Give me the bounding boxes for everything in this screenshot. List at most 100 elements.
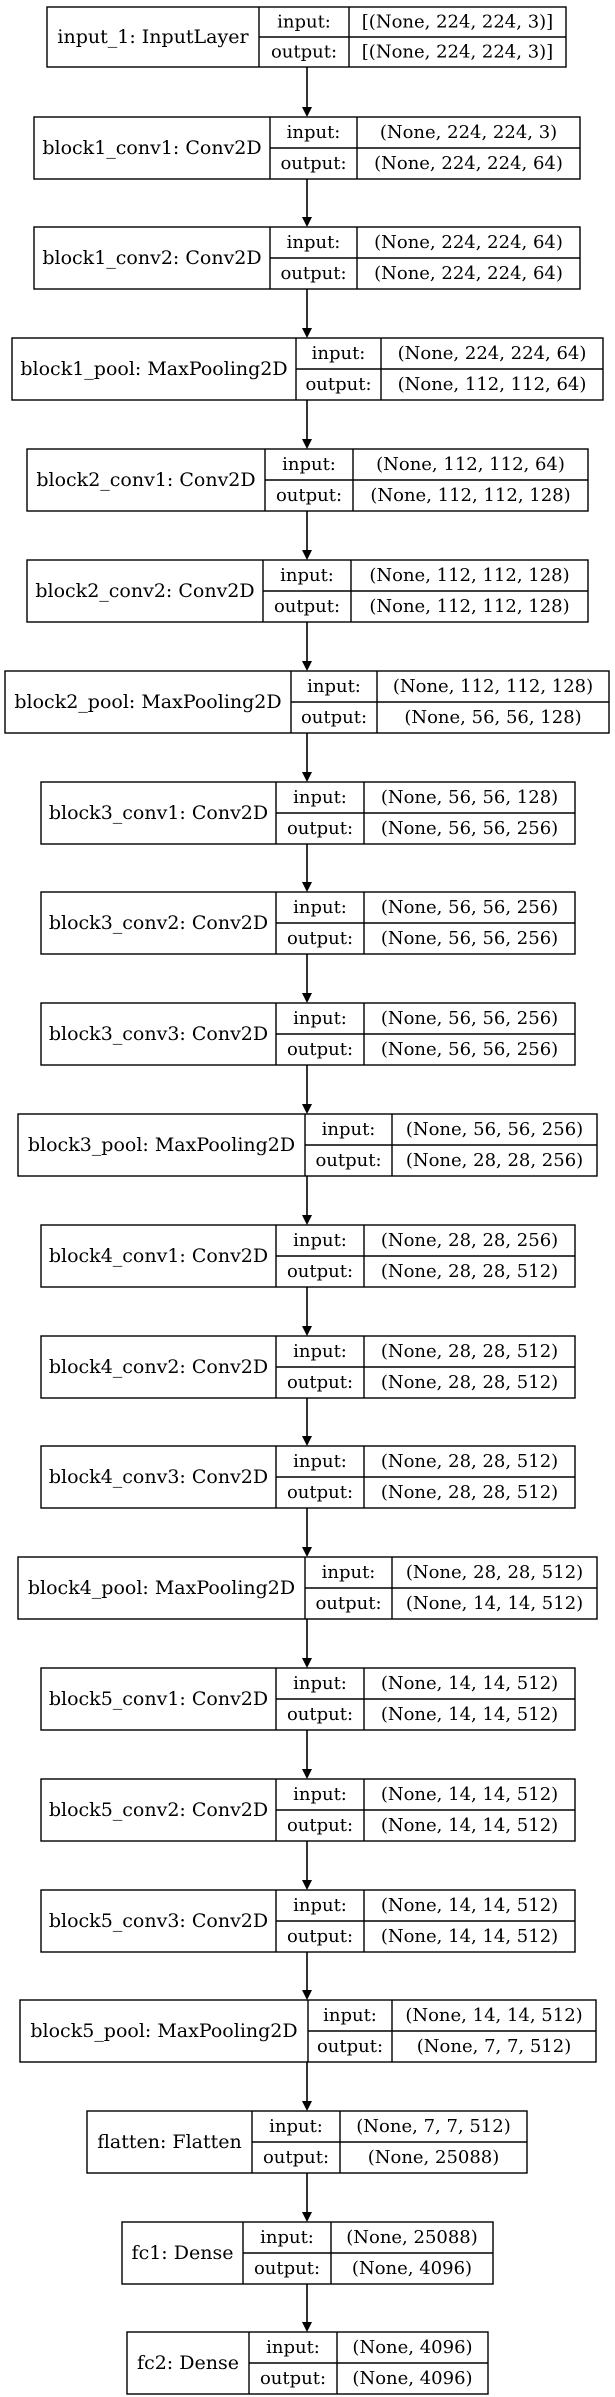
input-label: input: <box>323 2005 377 2026</box>
layer-name: block2_conv1: Conv2D <box>36 469 255 491</box>
input-shape: (None, 4096) <box>352 2337 472 2358</box>
output-label: output: <box>254 2258 320 2279</box>
output-shape: (None, 28, 28, 512) <box>381 1372 558 1393</box>
output-shape: (None, 112, 112, 64) <box>398 374 587 395</box>
input-shape: (None, 224, 224, 64) <box>374 232 563 253</box>
input-label: input: <box>293 1230 347 1251</box>
output-label: output: <box>263 2147 329 2168</box>
input-label: input: <box>293 1784 347 1805</box>
arrowhead-icon <box>302 993 312 1003</box>
output-shape: (None, 28, 28, 256) <box>406 1150 583 1171</box>
input-shape: (None, 7, 7, 512) <box>356 2116 510 2137</box>
input-label: input: <box>277 12 331 33</box>
edge-arrow <box>302 2284 312 2332</box>
arrowhead-icon <box>302 1990 312 2000</box>
output-shape: [(None, 224, 224, 3)] <box>362 42 553 63</box>
output-shape: (None, 4096) <box>352 2258 472 2279</box>
input-label: input: <box>293 1008 347 1029</box>
layer-name: block4_conv2: Conv2D <box>49 1356 268 1378</box>
input-shape: [(None, 224, 224, 3)] <box>362 12 553 33</box>
arrowhead-icon <box>302 661 312 671</box>
layer-name: block5_conv3: Conv2D <box>49 1910 268 1932</box>
arrowhead-icon <box>302 772 312 782</box>
arrowhead-icon <box>302 107 312 117</box>
input-shape: (None, 14, 14, 512) <box>381 1895 558 1916</box>
output-shape: (None, 112, 112, 128) <box>370 485 570 506</box>
layer-node: input_1: InputLayer input: output: [(None, … <box>46 6 567 68</box>
layer-name: block1_conv2: Conv2D <box>42 247 261 269</box>
edge-arrow <box>302 1287 312 1336</box>
output-shape: (None, 28, 28, 512) <box>381 1261 558 1282</box>
input-label: input: <box>260 2227 314 2248</box>
input-shape: (None, 28, 28, 256) <box>381 1230 558 1251</box>
output-label: output: <box>280 153 346 174</box>
input-label: input: <box>322 1562 376 1583</box>
input-shape: (None, 56, 56, 128) <box>381 787 558 808</box>
edge-arrow <box>302 2173 312 2222</box>
input-shape: (None, 28, 28, 512) <box>381 1451 558 1472</box>
output-shape: (None, 224, 224, 64) <box>374 263 563 284</box>
output-label: output: <box>280 263 346 284</box>
edge-arrow <box>302 1176 312 1225</box>
input-shape: (None, 25088) <box>346 2227 478 2248</box>
layer-name: block3_conv2: Conv2D <box>49 912 268 934</box>
layer-name: block4_pool: MaxPooling2D <box>28 1577 295 1599</box>
output-shape: (None, 14, 14, 512) <box>381 1926 558 1947</box>
layer-node: block3_conv1: Conv2Dinput:output:(None, … <box>40 781 576 845</box>
input-shape: (None, 14, 14, 512) <box>381 1784 558 1805</box>
layer-node: block4_pool: MaxPooling2Dinput:output:(N… <box>17 1556 598 1620</box>
layer-node: block4_conv1: Conv2Dinput:output:(None, … <box>40 1224 576 1288</box>
arrowhead-icon <box>302 882 312 892</box>
input-shape: (None, 14, 14, 512) <box>405 2005 582 2026</box>
edge-arrow <box>302 289 312 338</box>
layer-name: block5_conv2: Conv2D <box>49 1799 268 1821</box>
arrowhead-icon <box>302 1658 312 1668</box>
layer-name: input_1: InputLayer <box>57 26 249 48</box>
output-label: output: <box>274 596 340 617</box>
output-label: output: <box>271 42 337 63</box>
arrowhead-icon <box>302 1769 312 1779</box>
arrowhead-icon <box>302 2212 312 2222</box>
edge-arrow <box>302 1841 312 1890</box>
input-label: input: <box>293 1451 347 1472</box>
edge-arrow <box>302 1398 312 1446</box>
output-label: output: <box>287 928 353 949</box>
layer-node: block3_pool: MaxPooling2Dinput:output:(N… <box>17 1113 598 1177</box>
edge-arrow <box>302 1730 312 1779</box>
output-label: output: <box>301 707 367 728</box>
input-shape: (None, 14, 14, 512) <box>381 1673 558 1694</box>
arrowhead-icon <box>302 2101 312 2111</box>
input-label: input: <box>293 1673 347 1694</box>
input-shape: (None, 112, 112, 64) <box>376 454 565 475</box>
layer-name: block3_conv3: Conv2D <box>49 1023 268 1045</box>
output-label: output: <box>287 1815 353 1836</box>
edge-arrow <box>302 2062 312 2111</box>
input-shape: (None, 224, 224, 64) <box>398 343 587 364</box>
input-label: input: <box>269 2116 323 2137</box>
arrowhead-icon <box>302 1104 312 1114</box>
layer-node: block2_pool: MaxPooling2Dinput:output:(N… <box>4 670 610 734</box>
edge-arrow <box>302 844 312 892</box>
layer-name: block5_pool: MaxPooling2D <box>30 2020 297 2042</box>
output-shape: (None, 56, 56, 256) <box>381 818 558 839</box>
edge-arrow <box>302 1619 312 1668</box>
edge-arrow <box>302 622 312 671</box>
input-label: input: <box>322 1119 376 1140</box>
output-label: output: <box>315 1150 381 1171</box>
arrowhead-icon <box>302 1547 312 1557</box>
output-shape: (None, 224, 224, 64) <box>374 153 563 174</box>
arrowhead-icon <box>302 550 312 560</box>
output-shape: (None, 56, 56, 128) <box>404 707 581 728</box>
edge-arrow <box>302 954 312 1003</box>
input-shape: (None, 28, 28, 512) <box>406 1562 583 1583</box>
input-shape: (None, 112, 112, 128) <box>393 676 593 697</box>
output-shape: (None, 4096) <box>352 2368 472 2389</box>
layer-node: block2_conv2: Conv2Dinput:output:(None, … <box>26 559 589 623</box>
arrowhead-icon <box>302 1326 312 1336</box>
edge-arrow <box>302 1952 312 2000</box>
layer-name: block1_pool: MaxPooling2D <box>20 358 287 380</box>
layer-name: fc1: Dense <box>132 2242 234 2264</box>
layer-name: block4_conv3: Conv2D <box>49 1466 268 1488</box>
output-label: output: <box>287 1482 353 1503</box>
